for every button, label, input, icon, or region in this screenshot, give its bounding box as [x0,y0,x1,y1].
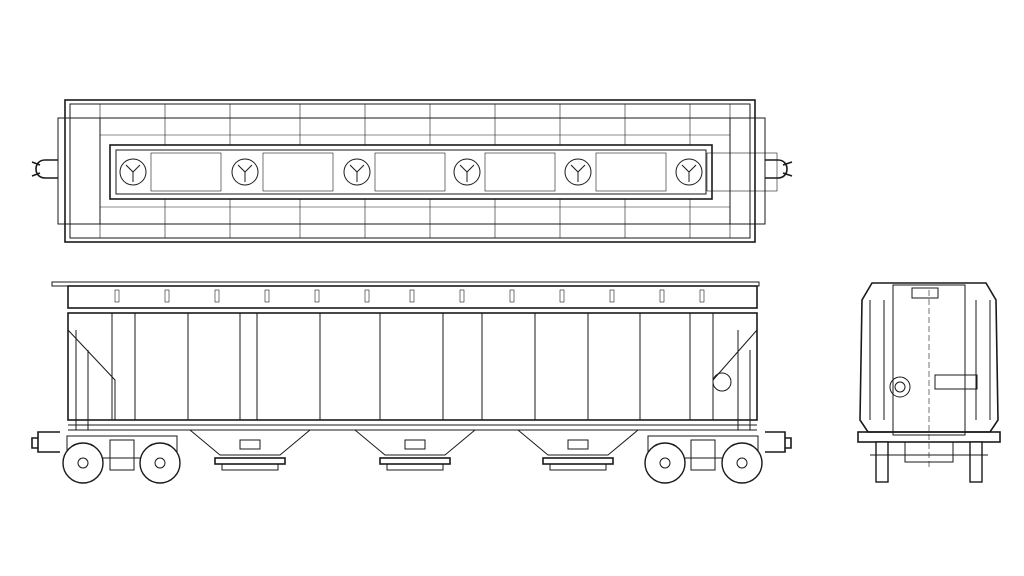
hopper-bay [189,429,311,456]
end-view [857,282,1001,483]
hatch-panel [706,152,778,192]
top-chord-bracket [559,289,565,303]
hatch-panel [150,152,222,192]
hopper-bay [517,429,639,456]
top-chord-bracket [214,289,220,303]
ladder-right [737,330,751,430]
coupler-left [31,159,58,179]
hatch-cover [231,158,259,186]
top-chord-bracket [409,289,415,303]
wheel-hub [77,457,89,469]
hatch-cover [453,158,481,186]
top-chord-bracket [264,289,270,303]
wheel [139,442,181,484]
hatch-panel [262,152,334,192]
hatch-cover [119,158,147,186]
hopper-data-plate [404,439,426,450]
top-chord [67,285,758,309]
top-view [31,99,793,243]
hatch-cover [675,158,703,186]
wheel-hub [659,457,671,469]
hatch-panel [374,152,446,192]
coupler-right [765,159,793,179]
hatch-panel [595,152,667,192]
top-roof-inner [69,103,751,239]
truck-bolster [690,439,716,471]
hopper-data-plate [567,439,589,450]
truck-side-frame [66,435,178,459]
top-chord-bracket [164,289,170,303]
top-chord-bracket [659,289,665,303]
end-ladders [869,300,991,420]
top-chord-bracket [364,289,370,303]
wheel-hub [736,457,748,469]
hatch-latch [681,164,697,182]
end-hatch [911,287,939,299]
hatch-latch [570,164,586,182]
coupler-right-side [765,431,792,453]
hopper-gate [542,457,614,465]
gate-operator [386,463,444,471]
top-chord-bracket [459,289,465,303]
end-brake-hub [894,381,906,393]
end-brake-wheel [889,376,911,398]
trough-hatch [109,144,713,200]
end-platform-left [57,117,101,225]
hopper-data-plate [239,439,261,450]
gate-operator [549,463,607,471]
trough-hatch-inner [115,149,707,195]
end-platform-right [729,117,766,225]
top-chord-bracket [609,289,615,303]
truck-bolster [109,439,135,471]
hatch-latch [237,164,253,182]
hatch-cover [564,158,592,186]
brake-valve [934,374,978,390]
hopper-gate [379,457,451,465]
side-view [31,281,792,484]
top-chord-bracket [314,289,320,303]
hatch-latch [125,164,141,182]
gate-operator [221,463,279,471]
wheel [644,442,686,484]
brake-wheel [712,372,732,392]
end-wheel-right [969,441,983,483]
end-coupler [904,441,954,463]
car-body-side [67,312,758,421]
hopper-gate [214,457,286,465]
hatch-latch [459,164,475,182]
top-roof-outline [64,99,756,243]
wheel [62,442,104,484]
hopper-bay [354,429,476,456]
hatch-cover [343,158,371,186]
top-chord-bracket [509,289,515,303]
wheel [721,442,763,484]
wheel-hub [154,457,166,469]
hatch-latch [349,164,365,182]
truck-side-frame [647,435,759,459]
end-wheel-left [875,441,889,483]
top-chord-bracket [114,289,120,303]
hatch-panel [484,152,556,192]
coupler-left-side [31,431,60,453]
ladder-left [75,330,89,430]
end-slope-left [67,313,116,420]
top-chord-bracket [699,289,705,303]
